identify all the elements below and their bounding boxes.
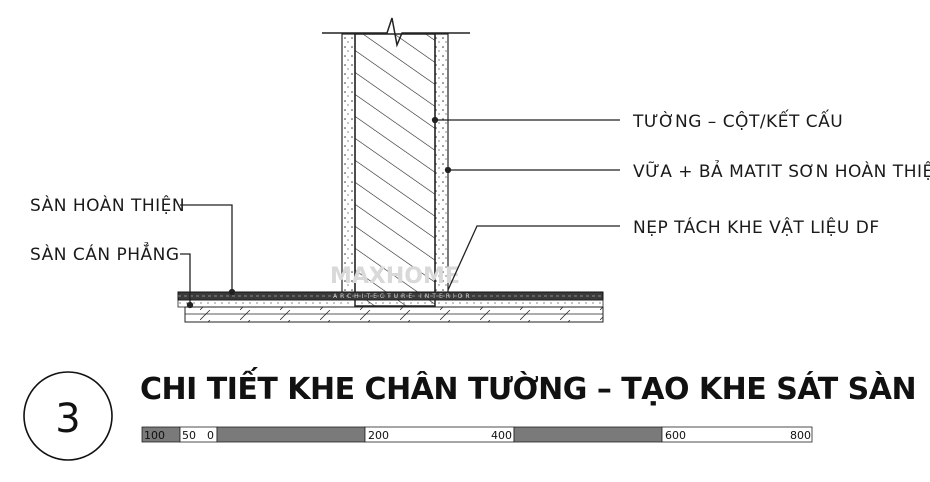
scale-label-600: 600 — [665, 429, 686, 442]
floor-section — [177, 291, 604, 323]
scale-label-200: 200 — [368, 429, 389, 442]
watermark-sub: ARCHITECTURE INTERIOR — [333, 293, 473, 300]
scale-label-0: 0 — [207, 429, 214, 442]
label-strip: NẸP TÁCH KHE VẬT LIỆU DF — [633, 216, 880, 238]
label-wall: TƯỜNG – CỘT/KẾT CẤU — [632, 108, 843, 132]
wall-section — [322, 17, 470, 307]
watermark: MAXHOME ARCHITECTURE INTERIOR — [330, 264, 473, 300]
label-mortar: VỮA + BẢ MATIT SƠN HOÀN THIỆN — [633, 159, 930, 182]
title-block: 3 CHI TIẾT KHE CHÂN TƯỜNG – TẠO KHE SÁT … — [23, 367, 917, 461]
scale-label-400: 400 — [491, 429, 512, 442]
leader-lines — [180, 116, 620, 309]
scale-bar: 100 50 0 200 400 600 800 — [141, 426, 813, 443]
label-finish-floor: SÀN HOÀN THIỆN — [30, 194, 185, 216]
scale-label-50: 50 — [182, 429, 196, 442]
detail-number: 3 — [55, 396, 80, 442]
scale-label-800: 800 — [790, 429, 811, 442]
watermark-main: MAXHOME — [330, 264, 460, 289]
detail-number-circle — [23, 371, 113, 461]
scale-label-100: 100 — [144, 429, 165, 442]
label-screed: SÀN CÁN PHẲNG — [30, 241, 180, 265]
detail-title: CHI TIẾT KHE CHÂN TƯỜNG – TẠO KHE SÁT SÀ… — [140, 367, 916, 407]
